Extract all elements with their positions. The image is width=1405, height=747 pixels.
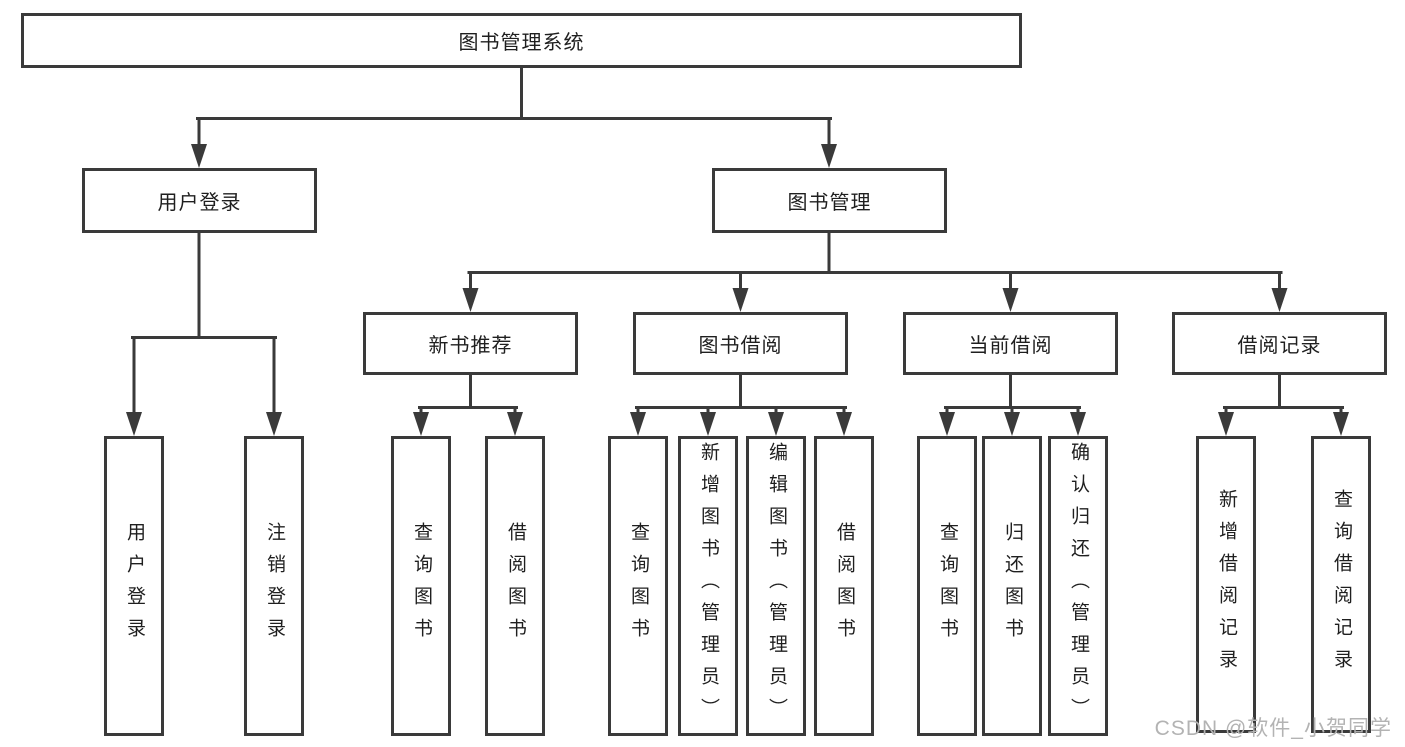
node-book-management: 图书管理 [712,168,947,233]
leaf-borrow-books-2-label: 借阅图书 [834,522,855,650]
leaf-confirm-return-admin-label: 确认归还（管理员） [1068,442,1089,730]
leaf-add-book-admin: 新增图书（管理员） [678,436,738,736]
leaf-borrow-books-recommend-label: 借阅图书 [505,522,526,650]
node-borrow-records-label: 借阅记录 [1237,335,1322,357]
leaf-logout-label: 注销登录 [264,522,285,650]
leaf-add-book-admin-label: 新增图书（管理员） [698,442,719,730]
leaf-add-borrow-record-label: 新增借阅记录 [1216,488,1237,681]
node-book-management-label: 图书管理 [787,192,872,214]
leaf-query-books-borrow-label: 查询图书 [628,522,649,650]
leaf-user-login-label: 用户登录 [124,522,145,650]
leaf-query-borrow-record-label: 查询借阅记录 [1331,488,1352,681]
leaf-query-books-recommend-label: 查询图书 [411,522,432,650]
leaf-borrow-books-recommend: 借阅图书 [485,436,545,736]
node-current-borrow: 当前借阅 [903,312,1118,375]
leaf-edit-book-admin: 编辑图书（管理员） [746,436,806,736]
leaf-query-books-current: 查询图书 [917,436,977,736]
node-root-label: 图书管理系统 [458,32,585,54]
leaf-return-book: 归还图书 [982,436,1042,736]
node-new-book-recommend-label: 新书推荐 [428,335,513,357]
leaf-query-books-recommend: 查询图书 [391,436,451,736]
node-book-borrow: 图书借阅 [633,312,848,375]
leaf-confirm-return-admin: 确认归还（管理员） [1048,436,1108,736]
leaf-edit-book-admin-label: 编辑图书（管理员） [766,442,787,730]
arrowheads [126,144,1349,436]
node-book-borrow-label: 图书借阅 [698,335,783,357]
node-user-login-label: 用户登录 [157,192,242,214]
leaf-user-login: 用户登录 [104,436,164,736]
leaf-borrow-books-2: 借阅图书 [814,436,874,736]
node-borrow-records: 借阅记录 [1172,312,1387,375]
node-current-borrow-label: 当前借阅 [968,335,1053,357]
leaf-add-borrow-record: 新增借阅记录 [1196,436,1256,733]
node-new-book-recommend: 新书推荐 [363,312,578,375]
leaf-logout: 注销登录 [244,436,304,736]
leaf-query-books-current-label: 查询图书 [937,522,958,650]
node-user-login: 用户登录 [82,168,317,233]
node-root: 图书管理系统 [21,13,1022,68]
leaf-query-borrow-record: 查询借阅记录 [1311,436,1371,733]
leaf-query-books-borrow: 查询图书 [608,436,668,736]
leaf-return-book-label: 归还图书 [1002,522,1023,650]
csdn-watermark: CSDN @软件_小贺同学 [1154,717,1392,740]
